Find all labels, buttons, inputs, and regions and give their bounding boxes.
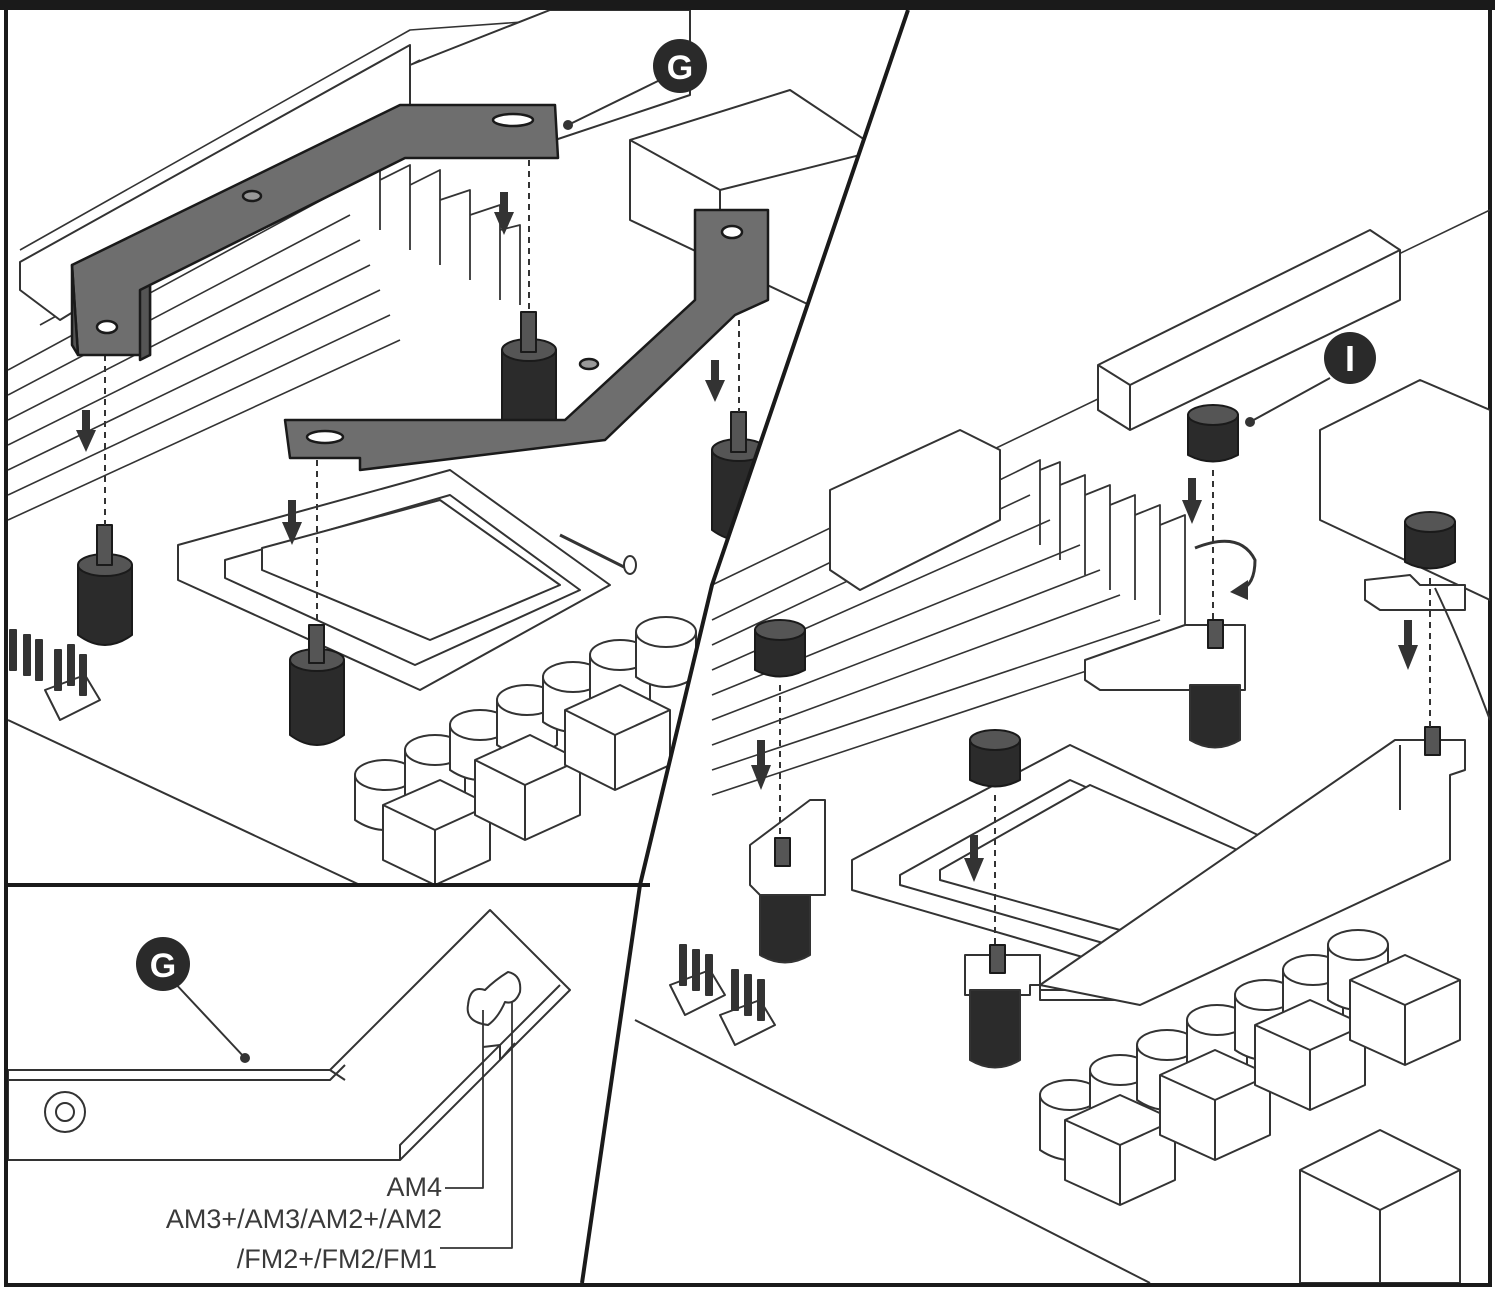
callout-label-g-top: G [667,49,693,87]
callout-leader-i [1249,377,1331,423]
fan-clip [1364,574,1466,611]
chokes-right [1064,954,1461,1283]
mounting-bracket-lower [283,208,770,472]
label-am3-line1: AM3+/AM3/AM2+/AM2 [166,1204,442,1234]
callout-badge-g-detail [136,937,190,991]
cpu-chip [261,499,561,641]
mounting-bracket-top [70,103,560,362]
detail-bracket-slot [466,971,522,1026]
leader-am3 [440,1002,513,1249]
chokes-left [382,684,671,885]
callout-leader-g-detail [171,979,246,1059]
callout-label-i: I [1345,338,1355,379]
detail-bracket [8,909,571,1161]
callout-leader-g-top [567,79,661,126]
guide-lines-left [104,160,740,625]
top-band [0,0,1495,10]
io-box-right [1319,379,1490,601]
panel-dividers [8,9,910,1284]
arrows-left [76,192,725,545]
thumb-screws [754,404,1456,788]
bracket-detail-panel [8,909,571,1249]
fan-header-right [669,944,776,1046]
io-block-right [1097,229,1401,431]
callout-badge-g-top [653,39,707,93]
motherboard-edge-left [8,719,361,885]
vrm-fins-right [1019,459,1186,625]
callout-badge-i [1324,332,1376,384]
right-panel-step [634,209,1490,1283]
leader-am4 [445,1010,484,1189]
left-panel-step [8,10,881,885]
ram-slot-block-right [829,429,1001,591]
label-am4: AM4 [386,1172,442,1202]
outer-frame [4,6,1492,1287]
vrm-fins-left [339,164,521,305]
guide-lines-right [779,470,1431,945]
label-am3-line2: /FM2+/FM2/FM1 [237,1244,437,1274]
arrows-right [751,478,1418,882]
callout-label-g-detail: G [150,947,176,985]
studs-right [774,619,1441,974]
socket-lever [559,533,631,572]
fan-header-left [9,629,101,721]
installed-bracket-lower [964,739,1466,1069]
